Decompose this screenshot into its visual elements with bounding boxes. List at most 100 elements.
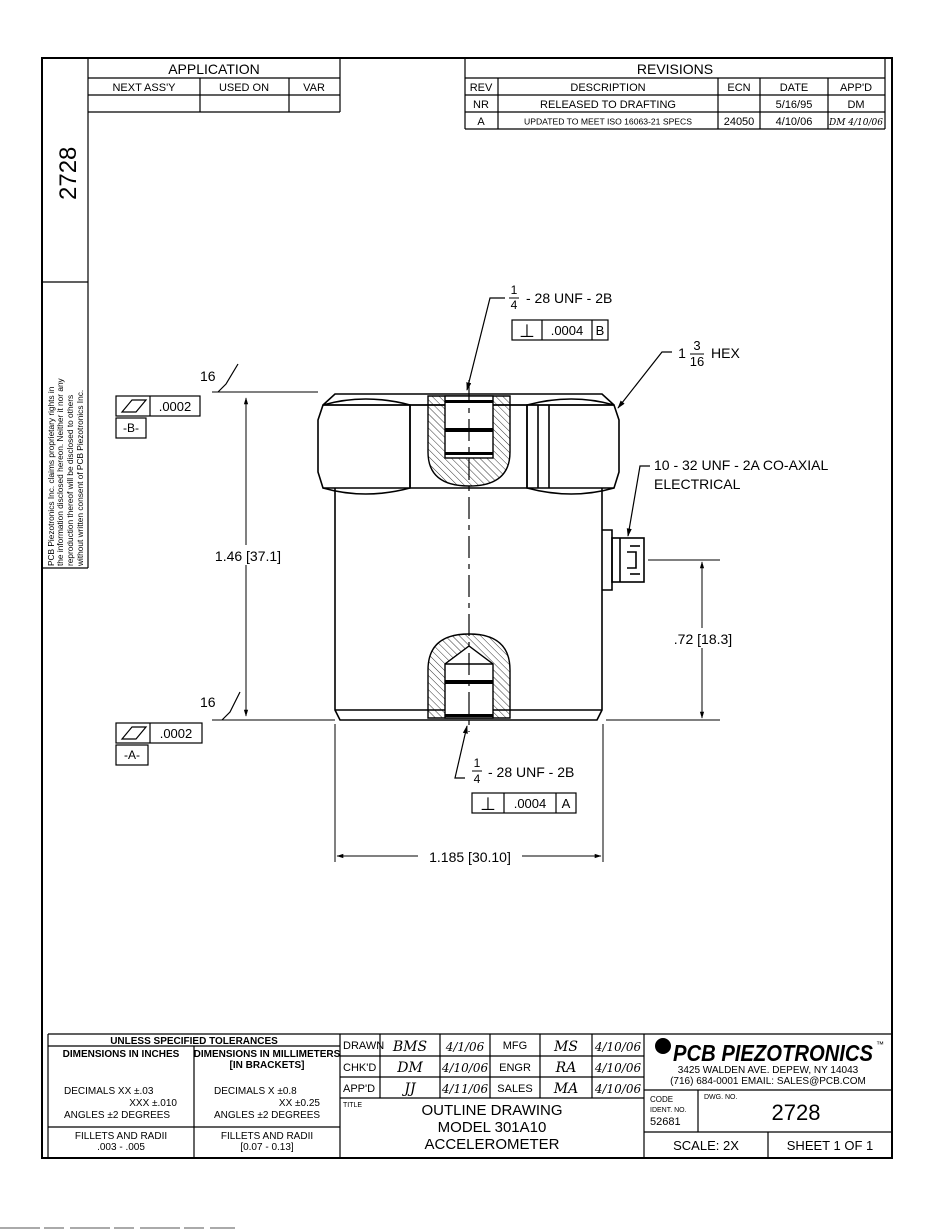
svg-text:XX ±0.25: XX ±0.25 xyxy=(279,1098,321,1109)
title-block xyxy=(47,1033,892,1158)
bottom-perpendicular-icon: ⊥ xyxy=(480,794,496,814)
application-header-next: NEXT ASS'Y xyxy=(112,82,176,94)
appd-signature: JJ xyxy=(401,1081,417,1097)
surface-finish-bottom: 16 xyxy=(200,691,335,721)
side-drawing-number: 2728 xyxy=(55,147,82,200)
top-thread-callout: 1 4 - 28 UNF - 2B ⊥ .0004 B xyxy=(466,283,612,391)
svg-text:™: ™ xyxy=(876,1040,884,1049)
datum-b-label: -B- xyxy=(123,421,139,435)
hex-left-flat xyxy=(322,398,411,495)
left-strip: 2728 PCB Piezotronics Inc. claims propri… xyxy=(42,58,89,569)
svg-text:[IN BRACKETS]: [IN BRACKETS] xyxy=(230,1060,305,1071)
svg-text:DWG. NO.: DWG. NO. xyxy=(704,1094,737,1101)
svg-text:DRAWN: DRAWN xyxy=(343,1040,384,1052)
company-logo: PCB PIEZOTRONICS ™ xyxy=(655,1038,884,1066)
flatness-frame-a: .0002 -A- xyxy=(115,722,203,766)
connector-body xyxy=(611,537,645,583)
svg-text:16: 16 xyxy=(200,368,216,384)
top-thread-spec: - 28 UNF - 2B xyxy=(526,290,612,306)
company-address: 3425 WALDEN AVE. DEPEW, NY 14043 xyxy=(678,1065,859,1076)
svg-text:ANGLES ±2 DEGREES: ANGLES ±2 DEGREES xyxy=(64,1110,170,1121)
svg-text:.0002: .0002 xyxy=(159,399,192,414)
bottom-thread-spec: - 28 UNF - 2B xyxy=(488,764,574,780)
connector-spec-line2: ELECTRICAL xyxy=(654,476,741,492)
tolerances-title: UNLESS SPECIFIED TOLERANCES xyxy=(110,1036,278,1047)
top-perpendicular-icon: ⊥ xyxy=(519,321,535,341)
svg-text:FILLETS AND RADII: FILLETS AND RADII xyxy=(75,1131,167,1142)
svg-text:16: 16 xyxy=(200,694,216,710)
mfg-signature: MS xyxy=(553,1039,578,1055)
svg-text:ANGLES ±2 DEGREES: ANGLES ±2 DEGREES xyxy=(214,1110,320,1121)
drawing-title-line3: ACCELEROMETER xyxy=(424,1136,559,1153)
svg-text:4/1/06: 4/1/06 xyxy=(445,1040,485,1054)
drawn-signature: BMS xyxy=(392,1039,427,1055)
svg-text:CODE: CODE xyxy=(650,1095,673,1104)
svg-text:DIMENSIONS IN MILLIMETERS: DIMENSIONS IN MILLIMETERS xyxy=(194,1049,341,1060)
svg-text:4: 4 xyxy=(474,772,481,786)
svg-text:.0004: .0004 xyxy=(514,796,547,811)
connector-base xyxy=(602,529,613,591)
rev-row2-rev: A xyxy=(477,116,485,128)
svg-text:A: A xyxy=(562,796,571,811)
svg-text:4: 4 xyxy=(511,298,518,312)
svg-text:[0.07 - 0.13]: [0.07 - 0.13] xyxy=(240,1142,294,1153)
sheet-border xyxy=(41,57,893,1159)
width-dimension: 1.185 [30.10] xyxy=(334,724,604,866)
revisions-title: REVISIONS xyxy=(637,61,713,77)
application-header-used: USED ON xyxy=(219,82,269,94)
height-dimension: 1.46 [37.1] xyxy=(205,397,289,717)
rev-row1-appd: DM xyxy=(847,99,864,111)
rev-header-description: DESCRIPTION xyxy=(570,82,645,94)
svg-text:4/10/06: 4/10/06 xyxy=(441,1061,489,1075)
svg-text:.72 [18.3]: .72 [18.3] xyxy=(674,631,732,647)
svg-text:SALES: SALES xyxy=(497,1083,532,1095)
chkd-signature: DM xyxy=(396,1060,423,1076)
connector-pin xyxy=(627,551,637,569)
svg-text:.0004: .0004 xyxy=(551,323,584,338)
svg-text:MFG: MFG xyxy=(503,1040,527,1052)
svg-text:B: B xyxy=(596,323,605,338)
rev-row1-date: 5/16/95 xyxy=(776,99,813,111)
svg-text:CHK'D: CHK'D xyxy=(343,1062,376,1074)
svg-text:XXX ±.010: XXX ±.010 xyxy=(129,1098,177,1109)
rev-header-appd: APP'D xyxy=(840,82,872,94)
connector-spec-line1: 10 - 32 UNF - 2A CO-AXIAL xyxy=(654,457,828,473)
rev-header-date: DATE xyxy=(780,82,809,94)
rev-row1-rev: NR xyxy=(473,99,489,111)
svg-text:HEX: HEX xyxy=(711,345,740,361)
svg-text:1.185 [30.10]: 1.185 [30.10] xyxy=(429,849,511,865)
flatness-icon xyxy=(120,726,148,740)
proprietary-line-2: the information disclosed hereon. Neithe… xyxy=(55,377,65,566)
drawing-title-line2: MODEL 301A10 xyxy=(438,1119,547,1136)
flatness-frame-b: .0002 -B- xyxy=(115,395,201,439)
application-header-var: VAR xyxy=(303,82,325,94)
svg-text:1: 1 xyxy=(678,345,686,361)
svg-text:TITLE: TITLE xyxy=(343,1102,362,1109)
svg-text:4/10/06: 4/10/06 xyxy=(594,1040,642,1054)
engr-signature: RA xyxy=(555,1060,577,1076)
drawing-number: 2728 xyxy=(772,1100,821,1125)
rev-header-rev: REV xyxy=(470,82,493,94)
rev-row2-ecn: 24050 xyxy=(724,116,755,128)
svg-text:DECIMALS XX ±.03: DECIMALS XX ±.03 xyxy=(64,1086,154,1097)
flatness-icon xyxy=(120,399,148,413)
application-table: APPLICATION NEXT ASS'Y USED ON VAR xyxy=(88,58,341,113)
hex-right-flat xyxy=(526,398,615,495)
svg-text:1: 1 xyxy=(474,756,481,770)
datum-a-label: -A- xyxy=(124,748,140,762)
connector-height-dimension: .72 [18.3] xyxy=(606,559,741,721)
connector-callout: 10 - 32 UNF - 2A CO-AXIAL ELECTRICAL xyxy=(626,457,828,537)
svg-text:DECIMALS X ±0.8: DECIMALS X ±0.8 xyxy=(214,1086,297,1097)
svg-text:.003 - .005: .003 - .005 xyxy=(97,1142,145,1153)
svg-text:4/10/06: 4/10/06 xyxy=(594,1061,642,1075)
company-contact: (716) 684-0001 EMAIL: SALES@PCB.COM xyxy=(670,1076,866,1087)
proprietary-line-3: reproduction thereof will be disclosed t… xyxy=(65,395,75,566)
code-ident-number: 52681 xyxy=(650,1116,681,1128)
rev-row2-date: 4/10/06 xyxy=(776,116,813,128)
scale-label: SCALE: 2X xyxy=(673,1138,739,1153)
sales-signature: MA xyxy=(553,1081,578,1097)
svg-text:.0002: .0002 xyxy=(160,726,193,741)
drawing-title-line1: OUTLINE DRAWING xyxy=(421,1102,562,1119)
surface-finish-top: 16 xyxy=(200,363,318,393)
